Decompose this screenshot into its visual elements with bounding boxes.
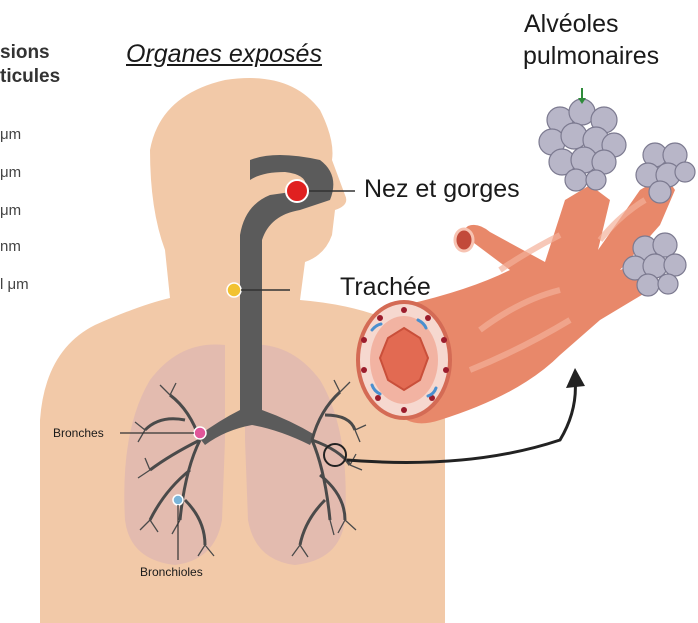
label-trachee: Trachée xyxy=(340,273,431,302)
size-item-2: μm xyxy=(0,164,21,181)
alveoli-cluster-top xyxy=(539,99,626,191)
size-item-1: μm xyxy=(0,126,21,143)
label-bronches: Bronches xyxy=(53,426,104,440)
label-bronchioles: Bronchioles xyxy=(140,565,203,579)
label-alveoles: Alvéoles xyxy=(524,10,619,39)
nose-marker xyxy=(286,180,308,202)
tube-opening xyxy=(455,229,473,251)
trachea-marker xyxy=(227,283,241,297)
zoom-arrowhead xyxy=(566,368,585,388)
size-item-3: μm xyxy=(0,202,21,219)
label-nez-gorges: Nez et gorges xyxy=(364,175,520,204)
left-heading-line1: sions xyxy=(0,42,50,64)
bronchi-marker xyxy=(194,427,206,439)
label-alveoles-2: pulmonaires xyxy=(523,42,659,71)
size-item-4: nm xyxy=(0,238,21,255)
size-item-5: l μm xyxy=(0,276,29,293)
bronchiole-marker xyxy=(173,495,183,505)
left-heading-line2: ticules xyxy=(0,66,60,88)
diagram-title: Organes exposés xyxy=(126,40,322,69)
